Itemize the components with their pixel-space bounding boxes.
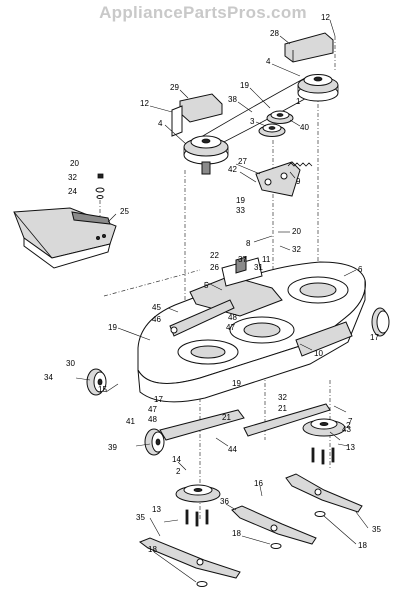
blade-center[interactable]	[231, 505, 317, 545]
callout-15: 15	[98, 385, 107, 394]
callout-40: 40	[300, 123, 309, 132]
spindle-left[interactable]	[175, 484, 221, 503]
spindle-right[interactable]	[302, 418, 346, 437]
callout-21: 21	[222, 413, 231, 422]
pulley-right[interactable]	[297, 74, 339, 102]
callout-17: 17	[370, 333, 379, 342]
callout-12: 12	[321, 13, 330, 22]
callout-30: 30	[66, 359, 75, 368]
callout-7: 7	[348, 417, 353, 426]
callout-5: 5	[204, 281, 209, 290]
blade-right[interactable]	[285, 473, 363, 513]
callout-13: 13	[346, 443, 355, 452]
callout-26: 26	[210, 263, 219, 272]
callout-14: 14	[172, 455, 181, 464]
leader-lines	[105, 19, 369, 583]
callout-2: 2	[176, 467, 181, 476]
callout-44: 44	[228, 445, 237, 454]
gauge-wheel-41[interactable]	[144, 428, 165, 456]
callout-29: 29	[170, 83, 179, 92]
callout-36: 36	[220, 497, 229, 506]
discharge-chute-25[interactable]	[13, 207, 117, 269]
callout-22: 22	[210, 251, 219, 260]
idler-arm-42[interactable]	[255, 161, 301, 197]
callout-1: 1	[296, 97, 301, 106]
callout-labels: 12 28 4 29 19 12 38 1 4 3 40 27 42 9 20 …	[44, 13, 381, 554]
part-28-bracket[interactable]	[284, 32, 334, 63]
pulley-left[interactable]	[183, 135, 229, 175]
callout-18: 18	[358, 541, 367, 550]
callout-10: 10	[314, 349, 323, 358]
callout-45: 45	[152, 303, 161, 312]
callout-2: 2	[346, 421, 351, 430]
callout-19: 19	[232, 379, 241, 388]
callout-46: 46	[152, 315, 161, 324]
callout-12: 12	[140, 99, 149, 108]
callout-20: 20	[70, 159, 79, 168]
callout-21: 21	[278, 404, 287, 413]
blade-nuts[interactable]	[196, 511, 326, 587]
gauge-wheel-30[interactable]	[86, 368, 107, 396]
callout-16: 16	[254, 479, 263, 488]
callout-8: 8	[246, 239, 251, 248]
callout-27: 27	[238, 157, 247, 166]
deck-frame-5[interactable]	[189, 256, 283, 317]
callout-19: 19	[108, 323, 117, 332]
callout-4: 4	[158, 119, 163, 128]
callout-32: 32	[68, 173, 77, 182]
callout-24: 24	[68, 187, 77, 196]
callout-11: 11	[262, 255, 271, 264]
blade-left[interactable]	[138, 537, 241, 579]
callout-48: 48	[228, 313, 237, 322]
callout-20: 20	[292, 227, 301, 236]
callout-31: 31	[254, 263, 263, 272]
gauge-wheel-right[interactable]	[371, 307, 390, 337]
callout-13: 13	[152, 505, 161, 514]
callout-32: 32	[278, 393, 287, 402]
callout-18: 18	[232, 529, 241, 538]
spring-27[interactable]	[287, 162, 313, 167]
callout-33: 33	[236, 206, 245, 215]
callout-9: 9	[296, 177, 301, 186]
callout-35: 35	[136, 513, 145, 522]
callout-38: 38	[228, 95, 237, 104]
callout-41: 41	[126, 417, 135, 426]
front-baffle-10[interactable]	[295, 321, 353, 357]
callout-35: 35	[372, 525, 381, 534]
hardware-stack-left[interactable]	[95, 173, 105, 199]
callout-28: 28	[270, 29, 279, 38]
callout-6: 6	[358, 265, 363, 274]
callout-47: 47	[148, 405, 157, 414]
callout-32: 32	[292, 245, 301, 254]
callout-4: 4	[266, 57, 271, 66]
callout-19: 19	[236, 196, 245, 205]
idler-pulley-40[interactable]	[266, 110, 294, 124]
part-29-bracket[interactable]	[171, 93, 223, 137]
baffle-44[interactable]	[159, 409, 245, 441]
callout-17: 17	[154, 395, 163, 404]
callout-48: 48	[148, 415, 157, 424]
callout-43: 43	[342, 425, 351, 434]
callout-18: 18	[148, 545, 157, 554]
callout-42: 42	[228, 165, 237, 174]
callout-37: 37	[238, 255, 247, 264]
idler-pulley-3[interactable]	[258, 123, 286, 137]
callout-39: 39	[108, 443, 117, 452]
callout-34: 34	[44, 373, 53, 382]
spindle-bolts[interactable]	[185, 447, 335, 527]
watermark: AppliancePartsPros.com	[99, 3, 307, 22]
callout-3: 3	[250, 117, 255, 126]
bar-43[interactable]	[243, 403, 331, 437]
callout-47: 47	[226, 323, 235, 332]
callout-25: 25	[120, 207, 129, 216]
callout-19: 19	[240, 81, 249, 90]
link-arm[interactable]	[169, 299, 235, 337]
